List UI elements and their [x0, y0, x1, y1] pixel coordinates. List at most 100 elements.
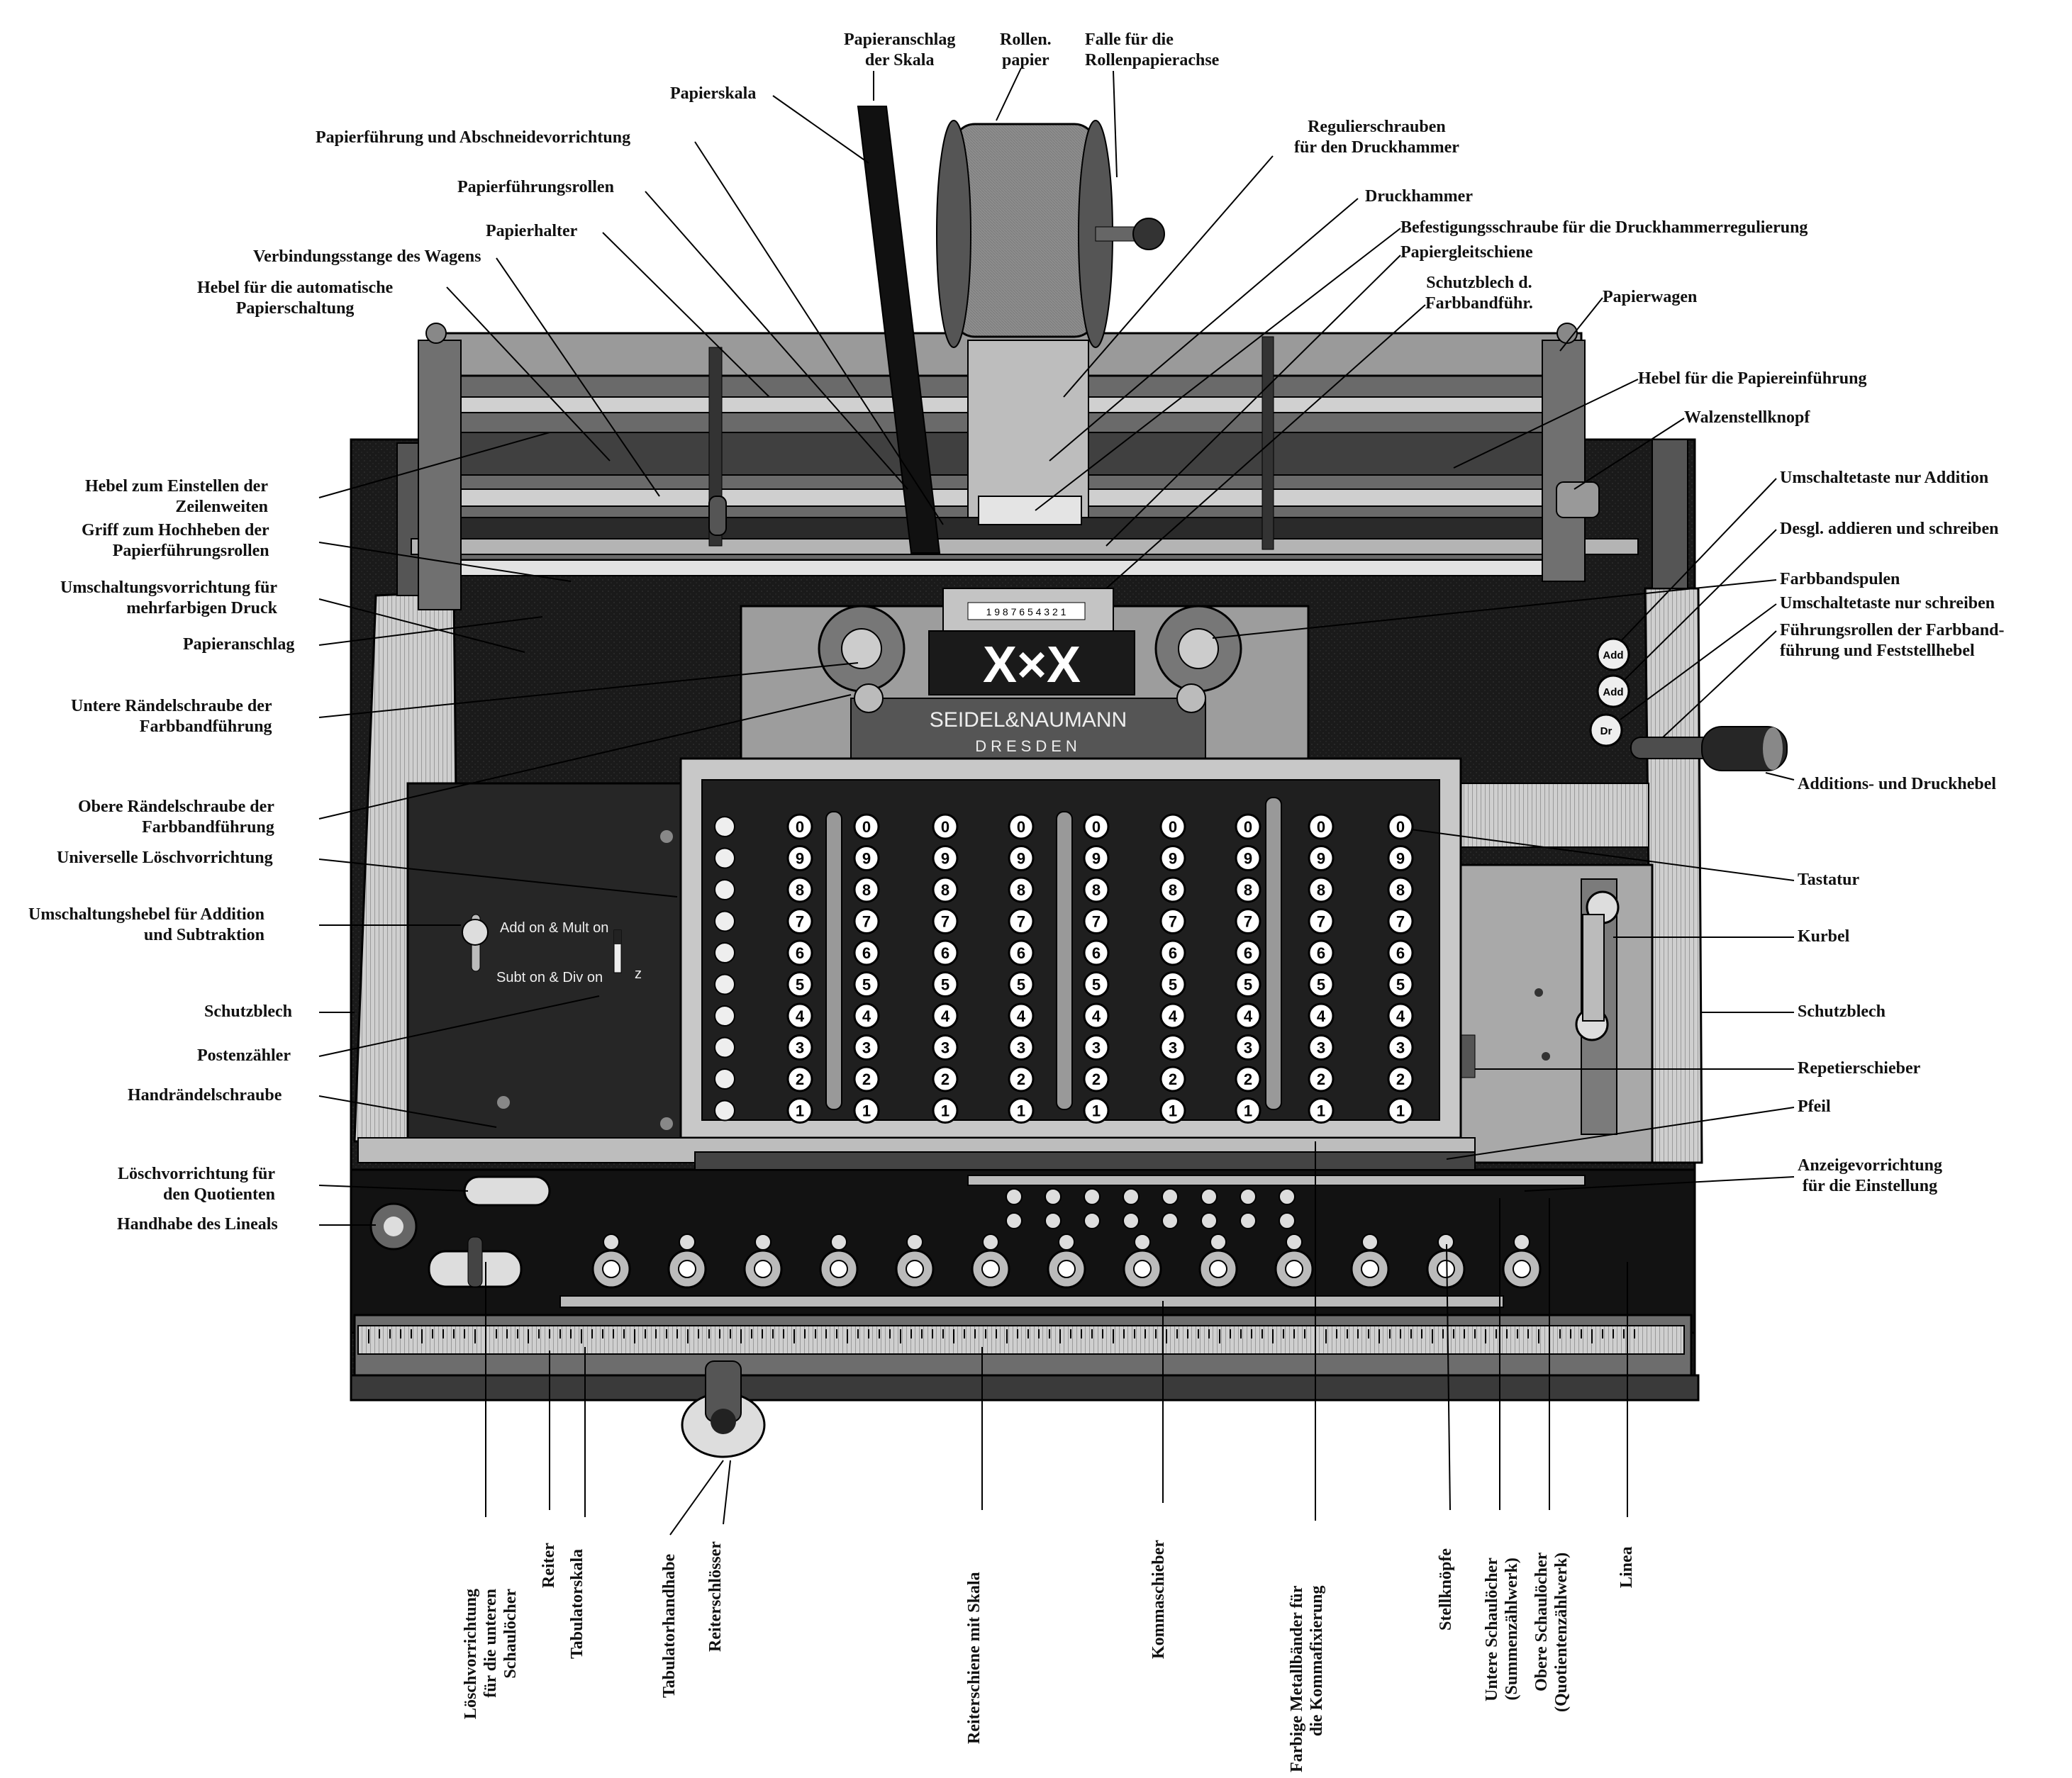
setting-knob[interactable]	[1210, 1234, 1227, 1251]
number-key[interactable]: 8	[786, 876, 813, 903]
number-key[interactable]: 5	[1235, 971, 1261, 997]
number-key[interactable]: 2	[853, 1066, 880, 1092]
number-key[interactable]: 0	[786, 813, 813, 840]
number-key[interactable]: 0	[1083, 813, 1110, 840]
number-key[interactable]: 7	[786, 908, 813, 934]
number-key[interactable]: 0	[1308, 813, 1335, 840]
number-key[interactable]: 7	[1083, 908, 1110, 934]
number-key[interactable]: 4	[1235, 1002, 1261, 1029]
setting-knob[interactable]	[754, 1234, 772, 1251]
number-key[interactable]: 2	[1083, 1066, 1110, 1092]
function-key[interactable]	[714, 910, 735, 932]
number-key[interactable]: 5	[1159, 971, 1186, 997]
number-key[interactable]: 5	[1083, 971, 1110, 997]
number-key[interactable]: 7	[1387, 908, 1414, 934]
number-key[interactable]: 6	[1008, 939, 1035, 966]
number-key[interactable]: 4	[786, 1002, 813, 1029]
number-key[interactable]: 6	[1235, 939, 1261, 966]
number-key[interactable]: 8	[1235, 876, 1261, 903]
setting-knob[interactable]	[1058, 1234, 1075, 1251]
function-key[interactable]	[714, 816, 735, 837]
number-key[interactable]: 7	[1235, 908, 1261, 934]
number-key[interactable]: 0	[1159, 813, 1186, 840]
function-key[interactable]	[714, 1100, 735, 1122]
number-key[interactable]: 1	[1308, 1097, 1335, 1124]
function-key[interactable]	[714, 1036, 735, 1058]
number-key[interactable]: 0	[1387, 813, 1414, 840]
function-key[interactable]	[714, 879, 735, 900]
setting-knob[interactable]	[603, 1234, 620, 1251]
number-key[interactable]: 3	[1083, 1034, 1110, 1061]
number-key[interactable]: 8	[853, 876, 880, 903]
number-key[interactable]: 3	[1235, 1034, 1261, 1061]
number-key[interactable]: 8	[1308, 876, 1335, 903]
number-key[interactable]: 4	[1308, 1002, 1335, 1029]
number-key[interactable]: 5	[1387, 971, 1414, 997]
number-key[interactable]: 4	[853, 1002, 880, 1029]
number-key[interactable]: 9	[853, 845, 880, 871]
number-key[interactable]: 4	[1008, 1002, 1035, 1029]
number-key[interactable]: 1	[1387, 1097, 1414, 1124]
number-key[interactable]: 4	[1387, 1002, 1414, 1029]
setting-knob[interactable]	[906, 1234, 923, 1251]
number-key[interactable]: 3	[853, 1034, 880, 1061]
function-key[interactable]	[714, 942, 735, 963]
number-key[interactable]: 1	[932, 1097, 959, 1124]
number-key[interactable]: 7	[1008, 908, 1035, 934]
setting-knob[interactable]	[679, 1234, 696, 1251]
number-key[interactable]: 2	[1308, 1066, 1335, 1092]
number-key[interactable]: 0	[932, 813, 959, 840]
setting-knob[interactable]	[1361, 1234, 1378, 1251]
number-key[interactable]: 1	[1083, 1097, 1110, 1124]
number-key[interactable]: 8	[1083, 876, 1110, 903]
setting-knob[interactable]	[982, 1234, 999, 1251]
number-key[interactable]: 6	[932, 939, 959, 966]
number-key[interactable]: 3	[786, 1034, 813, 1061]
number-key[interactable]: 8	[932, 876, 959, 903]
number-key[interactable]: 9	[1387, 845, 1414, 871]
number-key[interactable]: 2	[1235, 1066, 1261, 1092]
number-key[interactable]: 6	[1159, 939, 1186, 966]
number-key[interactable]: 9	[786, 845, 813, 871]
setting-knob[interactable]	[1286, 1234, 1303, 1251]
number-key[interactable]: 4	[1159, 1002, 1186, 1029]
number-key[interactable]: 0	[1235, 813, 1261, 840]
number-key[interactable]: 5	[853, 971, 880, 997]
number-key[interactable]: 4	[1083, 1002, 1110, 1029]
number-key[interactable]: 9	[932, 845, 959, 871]
number-key[interactable]: 3	[932, 1034, 959, 1061]
shift-key[interactable]: Add	[1596, 674, 1630, 708]
number-key[interactable]: 9	[1008, 845, 1035, 871]
number-key[interactable]: 8	[1387, 876, 1414, 903]
number-key[interactable]: 2	[786, 1066, 813, 1092]
function-key[interactable]	[714, 1068, 735, 1090]
function-key[interactable]	[714, 1005, 735, 1027]
number-key[interactable]: 5	[786, 971, 813, 997]
number-key[interactable]: 2	[1159, 1066, 1186, 1092]
number-key[interactable]: 1	[1235, 1097, 1261, 1124]
number-key[interactable]: 9	[1159, 845, 1186, 871]
shift-key[interactable]: Add	[1596, 637, 1630, 671]
setting-knob[interactable]	[830, 1234, 847, 1251]
setting-knob[interactable]	[1134, 1234, 1151, 1251]
number-key[interactable]: 7	[1159, 908, 1186, 934]
number-key[interactable]: 1	[786, 1097, 813, 1124]
number-key[interactable]: 3	[1308, 1034, 1335, 1061]
number-key[interactable]: 2	[1387, 1066, 1414, 1092]
number-key[interactable]: 6	[853, 939, 880, 966]
number-key[interactable]: 9	[1235, 845, 1261, 871]
function-key[interactable]	[714, 973, 735, 995]
number-key[interactable]: 1	[1159, 1097, 1186, 1124]
number-key[interactable]: 5	[1008, 971, 1035, 997]
number-key[interactable]: 8	[1008, 876, 1035, 903]
number-key[interactable]: 2	[932, 1066, 959, 1092]
number-key[interactable]: 8	[1159, 876, 1186, 903]
setting-knob[interactable]	[1513, 1234, 1530, 1251]
number-key[interactable]: 7	[853, 908, 880, 934]
setting-knob[interactable]	[1437, 1234, 1454, 1251]
number-key[interactable]: 3	[1008, 1034, 1035, 1061]
number-key[interactable]: 9	[1308, 845, 1335, 871]
function-key[interactable]	[714, 847, 735, 869]
number-key[interactable]: 9	[1083, 845, 1110, 871]
number-key[interactable]: 6	[1387, 939, 1414, 966]
